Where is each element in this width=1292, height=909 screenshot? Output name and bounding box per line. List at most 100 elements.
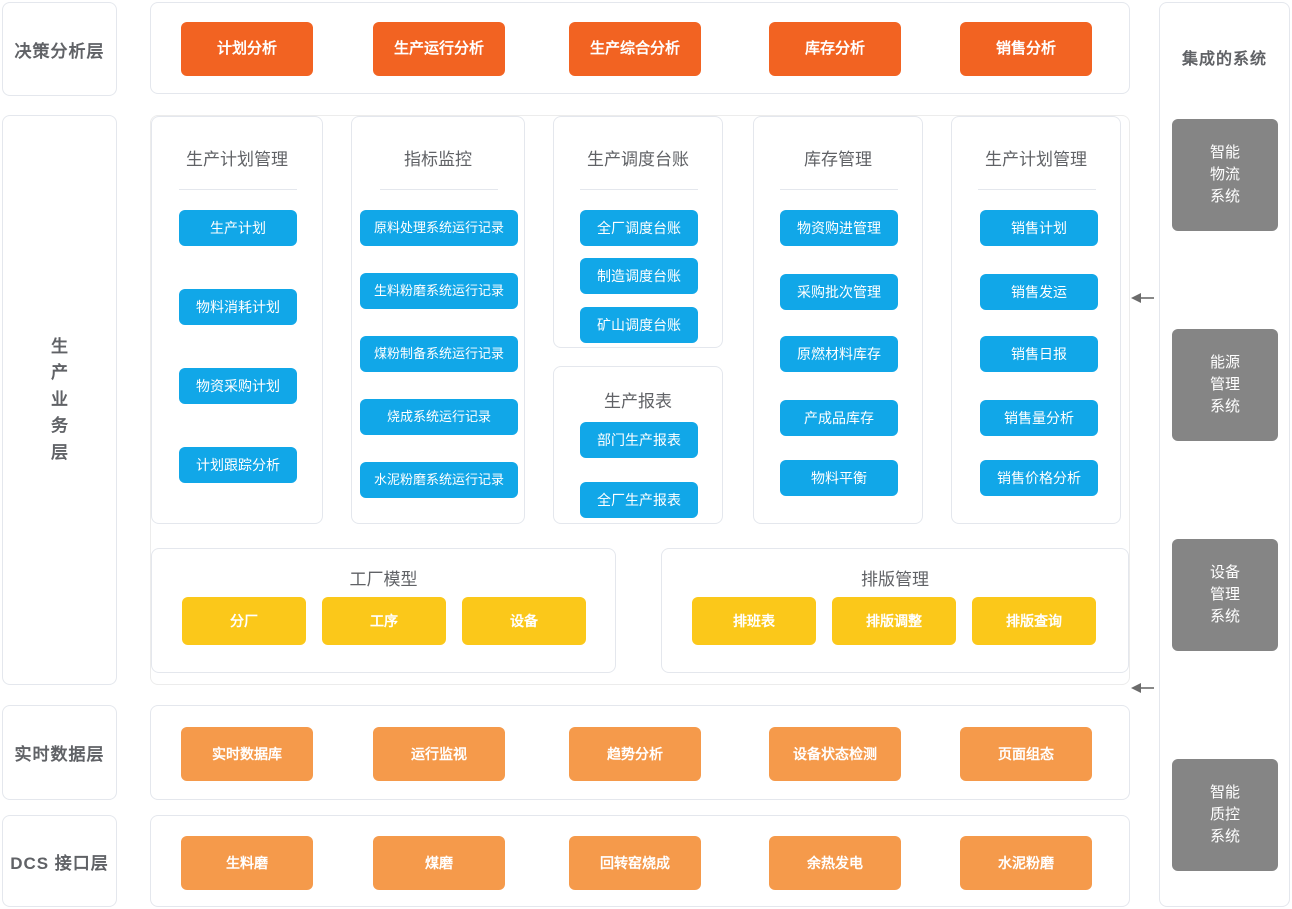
item-shift-schedule[interactable]: 排班表	[692, 597, 816, 645]
item-plant-dispatch-ledger[interactable]: 全厂调度台账	[580, 210, 698, 246]
dcs-item-cement-grinding[interactable]: 水泥粉磨	[960, 836, 1092, 890]
chip-label: 排版查询	[1006, 612, 1062, 629]
item-sales-price-analysis[interactable]: 销售价格分析	[980, 460, 1098, 496]
system-intelligent-quality-control[interactable]: 智能 质控 系统	[1172, 759, 1278, 871]
item-production-plan[interactable]: 生产计划	[179, 210, 297, 246]
card-indicator-monitoring: 指标监控 原料处理系统运行记录 生料粉磨系统运行记录 煤粉制备系统运行记录 烧成…	[351, 116, 525, 524]
item-equipment[interactable]: 设备	[462, 597, 586, 645]
item-sales-shipment[interactable]: 销售发运	[980, 274, 1098, 310]
item-branch-plant[interactable]: 分厂	[182, 597, 306, 645]
chip-label: 销售计划	[1011, 219, 1067, 236]
item-material-procurement-plan[interactable]: 物资采购计划	[179, 368, 297, 404]
chip-label: 计划跟踪分析	[196, 456, 280, 473]
card-schedule-management: 排版管理 排班表 排版调整 排版查询	[661, 548, 1129, 673]
layer-label-decision: 决策分析层	[2, 2, 117, 96]
chip-label: 运行监视	[411, 745, 467, 762]
chip-label: 趋势分析	[607, 745, 663, 762]
decision-item-sales-analysis[interactable]: 销售分析	[960, 22, 1092, 76]
chip-label: 烧成系统运行记录	[386, 409, 491, 425]
dcs-item-waste-heat-power-generation[interactable]: 余热发电	[769, 836, 901, 890]
chip-label: 销售价格分析	[997, 469, 1081, 486]
item-manufacturing-dispatch-ledger[interactable]: 制造调度台账	[580, 258, 698, 294]
system-energy-management[interactable]: 能源 管理 系统	[1172, 329, 1278, 441]
decision-item-production-comprehensive-analysis[interactable]: 生产综合分析	[569, 22, 701, 76]
decision-analysis-panel: 计划分析 生产运行分析 生产综合分析 库存分析 销售分析	[150, 2, 1130, 94]
dcs-item-raw-meal-mill[interactable]: 生料磨	[181, 836, 313, 890]
chip-label: 全厂调度台账	[597, 219, 681, 236]
item-raw-fuel-material-inventory[interactable]: 原燃材料库存	[780, 336, 898, 372]
chip-label: 计划分析	[216, 39, 277, 57]
chip-label-line: 物流	[1209, 166, 1240, 184]
item-plan-tracking-analysis[interactable]: 计划跟踪分析	[179, 447, 297, 483]
item-coal-powder-preparation-log[interactable]: 煤粉制备系统运行记录	[360, 336, 518, 372]
chip-label: 矿山调度台账	[597, 316, 681, 333]
business-layer-panel: 生产计划管理 生产计划 物料消耗计划 物资采购计划 计划跟踪分析 指标监控 原料…	[150, 115, 1130, 685]
chip-label: 水泥粉磨系统运行记录	[373, 472, 504, 488]
chip-label: 生产计划	[210, 219, 266, 236]
layer-label-business-char: 业	[51, 389, 68, 409]
item-sales-daily-report[interactable]: 销售日报	[980, 336, 1098, 372]
item-raw-meal-grinding-log[interactable]: 生料粉磨系统运行记录	[360, 273, 518, 309]
chip-label-line: 系统	[1209, 397, 1240, 415]
card-inventory-management: 库存管理 物资购进管理 采购批次管理 原燃材料库存 产成品库存 物料平衡	[753, 116, 923, 524]
chip-label: 原料处理系统运行记录	[373, 220, 504, 236]
integration-arrow-left-icon	[1131, 682, 1155, 694]
card-sales-management: 生产计划管理 销售计划 销售发运 销售日报 销售量分析 销售价格分析	[951, 116, 1121, 524]
chip-label-line: 智能	[1209, 144, 1240, 162]
realtime-item-operation-monitoring[interactable]: 运行监视	[373, 727, 505, 781]
system-equipment-management[interactable]: 设备 管理 系统	[1172, 539, 1278, 651]
chip-label-line: 系统	[1209, 187, 1240, 205]
chip-label: 销售量分析	[1004, 409, 1074, 426]
realtime-item-equipment-status-detection[interactable]: 设备状态检测	[769, 727, 901, 781]
layer-label-decision-text: 决策分析层	[14, 41, 105, 61]
item-process[interactable]: 工序	[322, 597, 446, 645]
chip-label-line: 智能	[1209, 784, 1240, 802]
decision-item-inventory-analysis[interactable]: 库存分析	[769, 22, 901, 76]
item-sales-volume-analysis[interactable]: 销售量分析	[980, 400, 1098, 436]
card-title: 生产调度台账	[587, 150, 689, 169]
card-production-plan-management: 生产计划管理 生产计划 物料消耗计划 物资采购计划 计划跟踪分析	[151, 116, 323, 524]
chip-label: 工序	[370, 612, 398, 629]
item-procurement-batch-management[interactable]: 采购批次管理	[780, 274, 898, 310]
realtime-item-trend-analysis[interactable]: 趋势分析	[569, 727, 701, 781]
card-divider	[179, 189, 297, 190]
item-finished-product-inventory[interactable]: 产成品库存	[780, 400, 898, 436]
dcs-item-rotary-kiln-calcination[interactable]: 回转窑烧成	[569, 836, 701, 890]
layer-label-business-char: 生	[51, 337, 68, 357]
chip-label: 原燃材料库存	[797, 345, 881, 362]
chip-label: 制造调度台账	[597, 267, 681, 284]
chip-label-line: 系统	[1209, 607, 1240, 625]
chip-label: 生产运行分析	[393, 39, 484, 57]
item-raw-material-processing-log[interactable]: 原料处理系统运行记录	[360, 210, 518, 246]
layer-label-dcs-text: DCS 接口层	[10, 853, 109, 873]
item-plant-production-report[interactable]: 全厂生产报表	[580, 482, 698, 518]
chip-label: 回转窑烧成	[600, 854, 670, 871]
chip-label-line: 系统	[1209, 827, 1240, 845]
card-title: 库存管理	[804, 150, 872, 169]
card-title: 生产计划管理	[186, 150, 288, 169]
item-sales-plan[interactable]: 销售计划	[980, 210, 1098, 246]
item-material-consumption-plan[interactable]: 物料消耗计划	[179, 289, 297, 325]
item-mine-dispatch-ledger[interactable]: 矿山调度台账	[580, 307, 698, 343]
item-schedule-query[interactable]: 排版查询	[972, 597, 1096, 645]
chip-label: 页面组态	[998, 745, 1054, 762]
card-divider	[380, 189, 498, 190]
item-material-purchase-management[interactable]: 物资购进管理	[780, 210, 898, 246]
chip-label: 实时数据库	[212, 745, 282, 762]
chip-label: 物资采购计划	[196, 377, 280, 394]
dcs-item-coal-mill[interactable]: 煤磨	[373, 836, 505, 890]
card-title: 生产计划管理	[985, 150, 1087, 169]
item-department-production-report[interactable]: 部门生产报表	[580, 422, 698, 458]
realtime-item-realtime-database[interactable]: 实时数据库	[181, 727, 313, 781]
decision-item-production-operation-analysis[interactable]: 生产运行分析	[373, 22, 505, 76]
item-cement-grinding-log[interactable]: 水泥粉磨系统运行记录	[360, 462, 518, 498]
item-calcination-system-log[interactable]: 烧成系统运行记录	[360, 399, 518, 435]
system-intelligent-logistics[interactable]: 智能 物流 系统	[1172, 119, 1278, 231]
integrated-systems-panel: 集成的系统 智能 物流 系统 能源 管理 系统 设备 管理 系统 智能 质控 系…	[1159, 2, 1290, 907]
realtime-item-page-configuration[interactable]: 页面组态	[960, 727, 1092, 781]
chip-label: 物料消耗计划	[196, 298, 280, 315]
item-schedule-adjustment[interactable]: 排版调整	[832, 597, 956, 645]
item-material-balance[interactable]: 物料平衡	[780, 460, 898, 496]
decision-item-plan-analysis[interactable]: 计划分析	[181, 22, 313, 76]
